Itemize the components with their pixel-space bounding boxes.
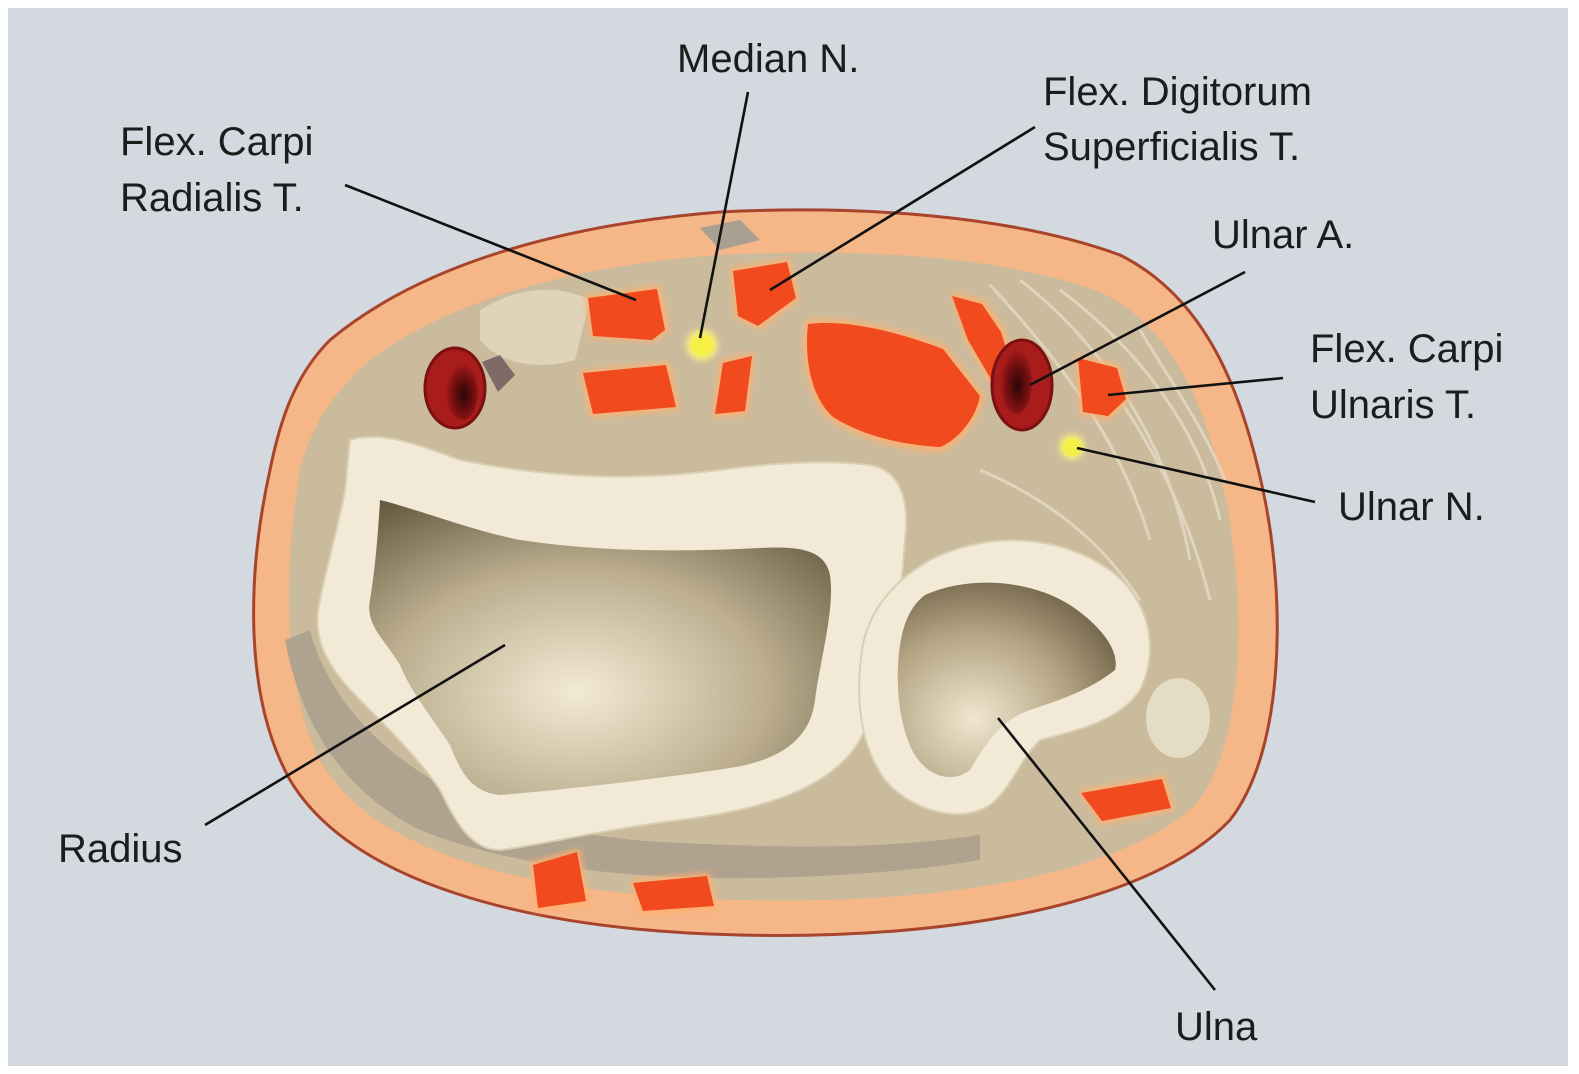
- label-median-nerve: Median N.: [677, 37, 859, 81]
- flexor-pollicis-longus-tendon: [583, 365, 676, 414]
- label-ulnar-nerve: Ulnar N.: [1338, 485, 1485, 529]
- bone-fragment-oval: [1146, 678, 1210, 758]
- label-ulna: Ulna: [1175, 1005, 1258, 1049]
- label-radius: Radius: [58, 827, 183, 871]
- label-ulnar-artery: Ulnar A.: [1212, 213, 1354, 257]
- median-nerve-icon: [691, 334, 713, 356]
